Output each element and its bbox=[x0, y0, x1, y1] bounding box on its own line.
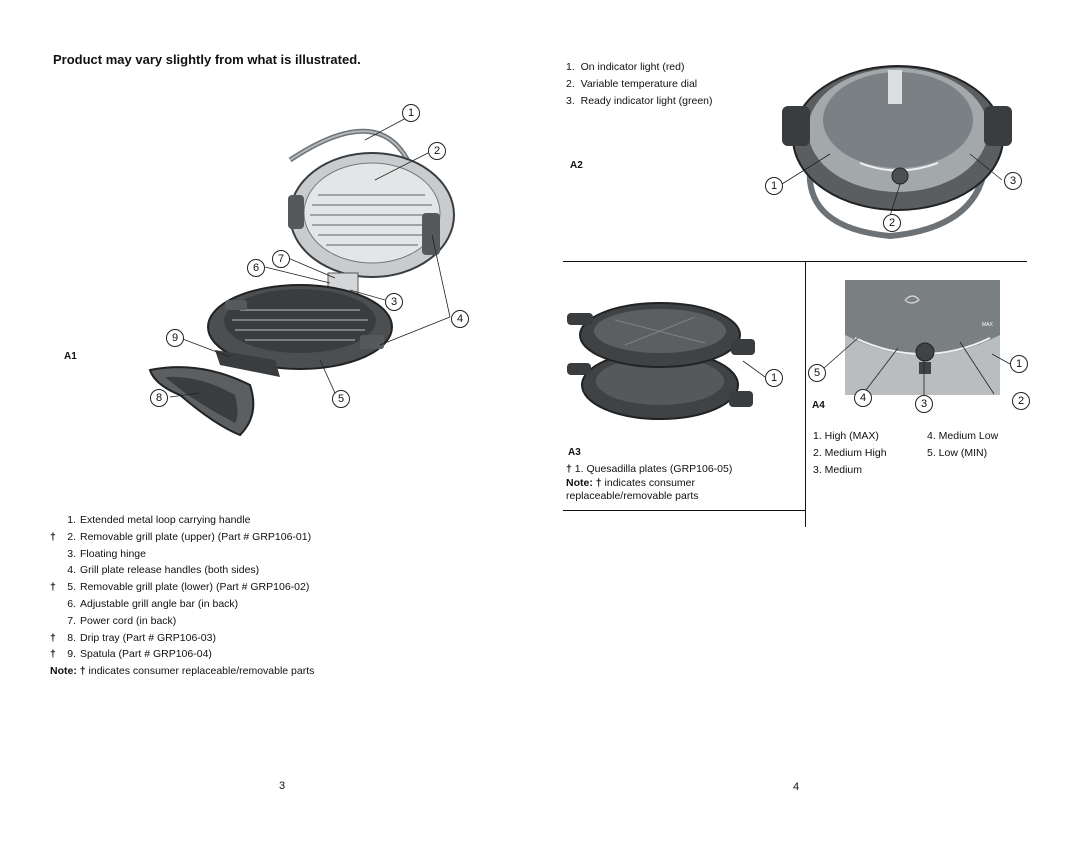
figure-label-a4: A4 bbox=[812, 400, 825, 411]
list-item: 1.Extended metal loop carrying handle bbox=[67, 514, 251, 526]
list-item: 3. Ready indicator light (green) bbox=[566, 94, 713, 107]
a4-list-left: 1. High (MAX) 2. Medium High 3. Medium bbox=[813, 428, 887, 478]
list-item: 1. High (MAX) bbox=[813, 430, 879, 442]
a4-leader-lines bbox=[823, 337, 1011, 400]
a2-callout-3: 3 bbox=[1004, 172, 1022, 190]
list-item: 5. Low (MIN) bbox=[927, 446, 988, 459]
figure-label-a2: A2 bbox=[570, 160, 583, 171]
a3-note: Note: † indicates consumer bbox=[566, 477, 695, 489]
callout-8: 8 bbox=[150, 389, 168, 407]
a4-dial-closeup-illustration: MAX bbox=[845, 280, 1000, 395]
a4-list-right: 4. Medium Low 5. Low (MIN) bbox=[927, 428, 998, 462]
parts-list: 1.Extended metal loop carrying handle †2… bbox=[50, 512, 314, 680]
divider-vertical bbox=[805, 261, 806, 527]
a2-grill-front-illustration bbox=[781, 65, 1012, 240]
list-item: 2. Variable temperature dial bbox=[566, 77, 698, 90]
list-item: 7.Power cord (in back) bbox=[67, 614, 177, 627]
callout-3: 3 bbox=[385, 293, 403, 311]
page-number-left: 3 bbox=[279, 780, 286, 792]
callout-6: 6 bbox=[247, 259, 265, 277]
a3-callout-1: 1 bbox=[765, 369, 783, 387]
a2-callout-2: 2 bbox=[883, 214, 901, 232]
figure-label-a1: A1 bbox=[64, 351, 77, 362]
list-item: †8.Drip tray (Part # GRP106-03) bbox=[50, 631, 216, 644]
list-item: †9.Spatula (Part # GRP106-04) bbox=[50, 648, 212, 661]
list-item: 2. Medium High bbox=[813, 446, 887, 459]
a4-callout-4: 4 bbox=[854, 389, 872, 407]
note: Note: † indicates consumer replaceable/r… bbox=[50, 665, 315, 678]
callout-7: 7 bbox=[272, 250, 290, 268]
list-item: 3.Floating hinge bbox=[67, 547, 146, 560]
a3-quesadilla-plates-illustration bbox=[567, 302, 766, 420]
callout-5: 5 bbox=[332, 390, 350, 408]
a2-list: 1. On indicator light (red) 2. Variable … bbox=[566, 59, 713, 109]
list-item: 4.Grill plate release handles (both side… bbox=[67, 564, 260, 577]
a1-grill-illustration bbox=[148, 116, 455, 437]
a2-callout-1: 1 bbox=[765, 177, 783, 195]
list-item: †2.Removable grill plate (upper) (Part #… bbox=[50, 530, 312, 543]
list-item: 6.Adjustable grill angle bar (in back) bbox=[67, 597, 239, 610]
callout-9: 9 bbox=[166, 329, 184, 347]
list-item: 1. On indicator light (red) bbox=[566, 61, 685, 73]
a4-callout-3: 3 bbox=[915, 395, 933, 413]
callout-1: 1 bbox=[402, 104, 420, 122]
list-item: †5.Removable grill plate (lower) (Part #… bbox=[50, 581, 310, 594]
page-number-right: 4 bbox=[793, 781, 800, 793]
page-title: Product may vary slightly from what is i… bbox=[53, 52, 361, 67]
a3-item: † 1. Quesadilla plates (GRP106-05) bbox=[566, 463, 733, 475]
a4-callout-1: 1 bbox=[1010, 355, 1028, 373]
callout-2: 2 bbox=[428, 142, 446, 160]
divider-horizontal-bottom bbox=[563, 510, 806, 511]
a4-callout-5: 5 bbox=[808, 364, 826, 382]
list-item: 3. Medium bbox=[813, 463, 863, 476]
a4-dial-max-label: MAX bbox=[982, 322, 994, 328]
figure-label-a3: A3 bbox=[568, 447, 581, 458]
list-item: 4. Medium Low bbox=[927, 430, 999, 442]
divider-horizontal-top bbox=[563, 261, 1027, 262]
a4-callout-2: 2 bbox=[1012, 392, 1030, 410]
callout-4: 4 bbox=[451, 310, 469, 328]
a3-note-line2: replaceable/removable parts bbox=[566, 490, 699, 502]
